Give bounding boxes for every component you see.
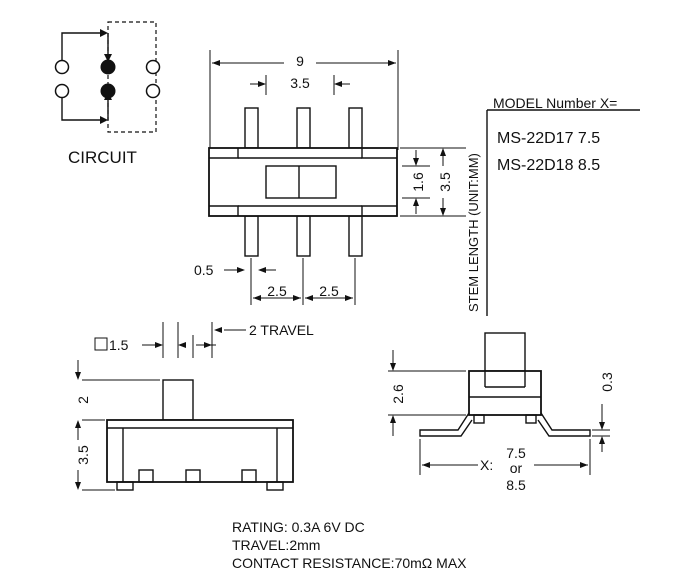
dim-side-right: 3.5 xyxy=(437,172,453,192)
dim-x-value1: 7.5 xyxy=(506,445,526,461)
dim-body-height: 3.5 xyxy=(75,445,91,465)
model-row: MS-22D17 7.5 xyxy=(497,130,600,147)
dim-x-value2: 8.5 xyxy=(506,477,526,493)
front-actuator xyxy=(162,379,194,421)
pin xyxy=(348,107,363,149)
model-table: STEM LENGTH (UNIT:MM) MODEL Number X= MS… xyxy=(466,95,640,316)
circuit-terminal xyxy=(54,59,70,75)
dim-x-label: X: xyxy=(480,457,493,473)
specifications: RATING: 0.3A 6V DC TRAVEL:2mm CONTACT RE… xyxy=(232,519,467,571)
pin xyxy=(244,107,259,149)
square-symbol-icon xyxy=(94,337,108,351)
side-stem xyxy=(484,332,526,372)
spec-travel: TRAVEL:2mm xyxy=(232,537,320,553)
dim-side-height: 2.6 xyxy=(390,384,406,404)
side-body xyxy=(468,370,542,416)
dim-actuator-height: 2 xyxy=(75,396,91,404)
pin xyxy=(296,215,311,257)
side-view: 2.6 0.3 X: 7.5 or 8.5 xyxy=(388,332,615,493)
model-row: MS-22D18 8.5 xyxy=(497,157,600,174)
dim-actuator: 1.5 xyxy=(109,337,129,353)
circuit-label: CIRCUIT xyxy=(68,148,137,167)
slider-actuator xyxy=(265,165,337,199)
front-view: 1.5 2 TRAVEL 2 3.5 xyxy=(75,322,314,491)
circuit-diagram: CIRCUIT xyxy=(54,21,161,167)
dim-pitch-b: 2.5 xyxy=(319,283,339,299)
dim-pin-span: 3.5 xyxy=(290,75,310,91)
circuit-terminal xyxy=(145,59,161,75)
dim-travel: 2 TRAVEL xyxy=(249,322,314,338)
switch-body xyxy=(208,147,398,217)
pin xyxy=(348,215,363,257)
circuit-terminal xyxy=(145,83,161,99)
pin xyxy=(244,215,259,257)
dim-width: 9 xyxy=(296,53,304,69)
dim-side-thickness: 0.3 xyxy=(599,372,615,392)
circuit-terminal-common xyxy=(100,83,116,99)
circuit-terminal-common xyxy=(100,59,116,75)
circuit-terminal xyxy=(54,83,70,99)
top-view: 9 3.5 1.6 xyxy=(194,50,466,305)
dim-side-left: 1.6 xyxy=(410,172,426,192)
spec-rating: RATING: 0.3A 6V DC xyxy=(232,519,365,535)
dim-pitch-a: 2.5 xyxy=(267,283,287,299)
stem-length-label: STEM LENGTH (UNIT:MM) xyxy=(466,153,481,312)
pin xyxy=(296,107,311,149)
model-table-header: MODEL Number X= xyxy=(493,95,617,111)
dim-pin-width: 0.5 xyxy=(194,262,214,278)
dim-x-or: or xyxy=(510,460,523,476)
spec-resistance: CONTACT RESISTANCE:70mΩ MAX xyxy=(232,555,467,571)
